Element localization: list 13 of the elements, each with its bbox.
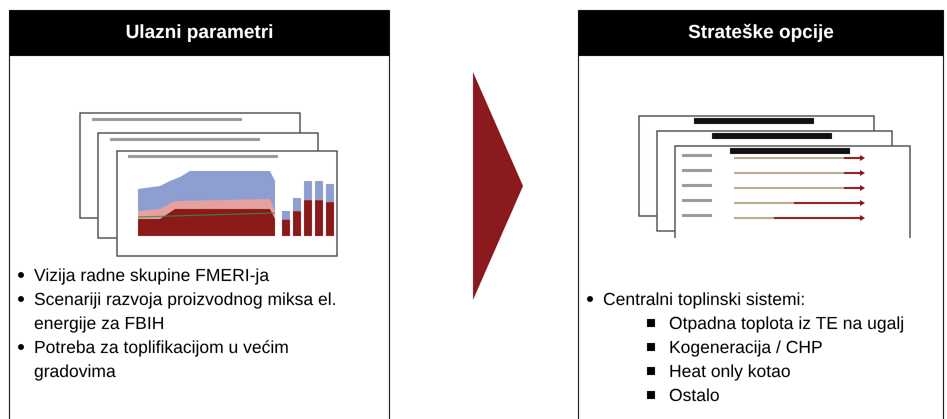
panel-header: Strateške opcije: [579, 11, 943, 56]
panel: [578, 10, 944, 419]
bullet-text: Otpadna toplota iz TE na ugalj: [669, 312, 904, 335]
bullet-text: Potreba za toplifikacijom u većim gradovima: [34, 336, 290, 383]
bullet-text: Ostalo: [669, 384, 720, 407]
bullet-text: Centralni toplinski sistemi:: [603, 288, 806, 311]
panel-header: Ulazni parametri: [10, 11, 389, 56]
bullet-text: Heat only kotao: [669, 360, 791, 383]
chevron-arrow: [473, 72, 523, 300]
panel: [9, 10, 390, 419]
bullet-text: Vizija radne skupine FMERI-ja: [34, 264, 270, 287]
bullet-text: Scenariji razvoja proizvodnog miksa el. energije za FBIH: [34, 288, 338, 335]
bullet-text: Kogeneracija / CHP: [669, 336, 823, 359]
